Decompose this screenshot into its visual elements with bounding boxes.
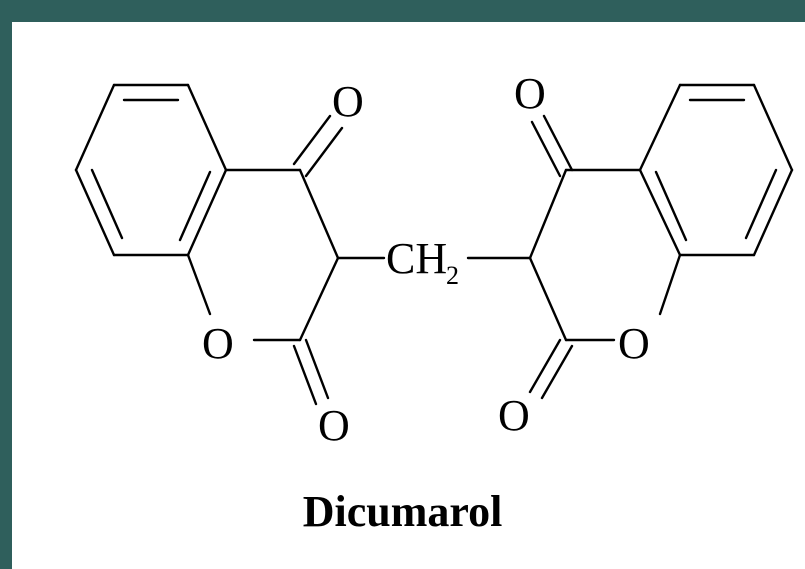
atom-label-right-lactone-oxygen: O	[498, 391, 530, 440]
atom-label-right-ring-oxygen: O	[618, 319, 650, 368]
atom-label-left-ring-oxygen: O	[202, 319, 234, 368]
atom-label-methylene-subscript: 2	[446, 261, 459, 290]
atom-label-left-ketone-oxygen: O	[332, 77, 364, 126]
right-pyranone-ring	[466, 114, 682, 400]
slide-frame-top	[0, 0, 805, 22]
left-benzene-ring	[74, 83, 228, 257]
atom-label-left-lactone-oxygen: O	[318, 401, 350, 450]
slide-frame-left	[0, 0, 12, 569]
diagram-panel	[12, 22, 805, 569]
molecule-name-caption: Dicumarol	[302, 487, 503, 536]
right-benzene-ring	[638, 83, 794, 257]
atom-label-methylene-bridge: CH	[386, 234, 447, 283]
atom-label-right-ketone-oxygen: O	[514, 69, 546, 118]
left-pyranone-ring	[186, 114, 386, 406]
